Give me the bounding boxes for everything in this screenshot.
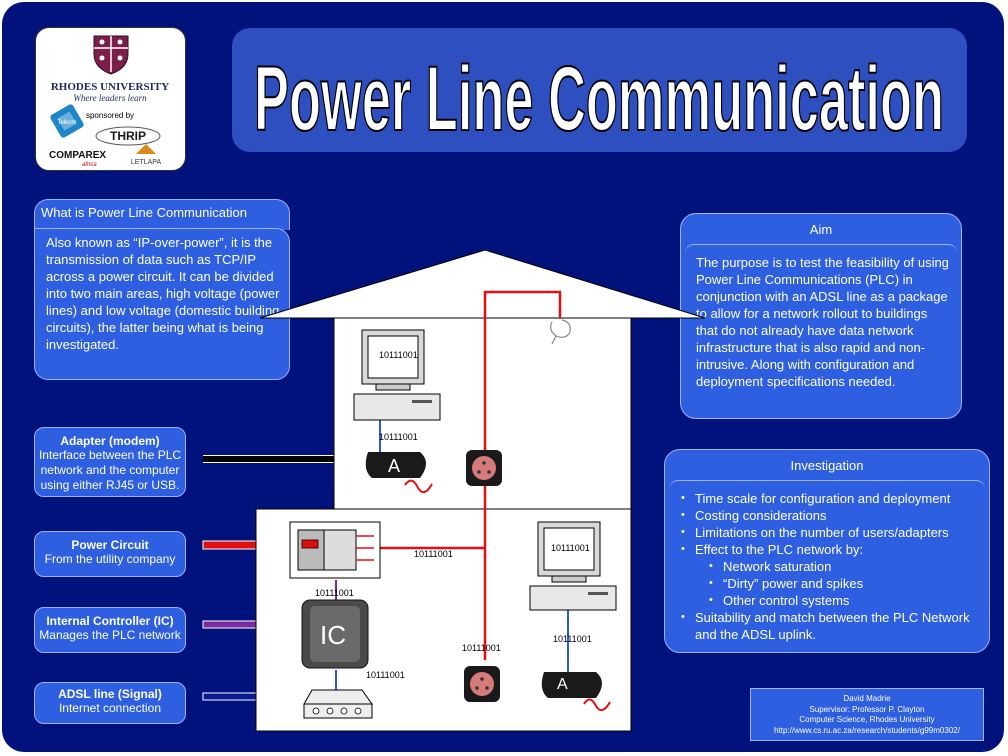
aim-divider <box>685 244 957 253</box>
upper-computer-icon <box>353 329 441 421</box>
sponsored-by-label: sponsored by <box>86 111 134 120</box>
list-item: Suitability and match between the PLC Ne… <box>681 609 985 643</box>
letlapa-logo-icon: LETLAPA <box>131 144 162 166</box>
credits-department: Computer Science, Rhodes University <box>799 715 935 724</box>
distribution-bits: 10111001 <box>414 549 453 559</box>
lower-computer-bits: 10111001 <box>551 543 590 553</box>
list-item: Limitations on the number of users/adapt… <box>681 524 985 541</box>
upper-adapter-letter: A <box>388 456 400 476</box>
ic-label: IC <box>320 620 346 650</box>
legend-ic-desc: Manages the PLC network <box>39 628 181 642</box>
power-line-upper <box>483 290 562 465</box>
list-item: Time scale for configuration and deploym… <box>681 490 985 507</box>
university-name: RHODES UNIVERSITY <box>51 81 169 93</box>
distribution-board-icon <box>289 521 381 579</box>
investigation-title: Investigation <box>790 458 864 473</box>
upper-power-socket-icon <box>466 450 502 486</box>
telkom-logo-icon: Telkom <box>50 104 84 138</box>
title-box: Power Line Communication <box>232 28 967 152</box>
lower-adapter-icon <box>541 672 611 712</box>
aim-title: Aim <box>809 222 833 237</box>
university-motto: Where leaders learn <box>73 93 147 103</box>
lower-power-socket-icon <box>464 666 500 702</box>
credits-supervisor: Supervisor: Professor P. Clayton <box>809 704 925 714</box>
lower-adapter-bits: 10111001 <box>553 634 592 644</box>
letlapa-label: LETLAPA <box>131 159 162 166</box>
investigation-panel: Investigation Time scale for configurati… <box>664 449 990 653</box>
university-crest-icon <box>93 35 129 75</box>
internal-controller-icon <box>301 599 369 669</box>
thrip-logo-icon: THRIP <box>95 126 161 146</box>
legend-power-title: Power Circuit <box>71 538 149 552</box>
lower-computer-icon <box>529 521 617 611</box>
what-is-body: Also known as “IP-over-power”, it is the… <box>46 235 280 352</box>
upper-computer-bits: 10111001 <box>379 350 418 360</box>
legend-adsl: ADSL line (Signal) Internet connection <box>34 682 186 724</box>
legend-power: Power Circuit From the utility company <box>34 531 186 577</box>
sub-list-item: Network saturation <box>709 558 985 575</box>
legend-ic: Internal Controller (IC) Manages the PLC… <box>34 607 186 653</box>
telkom-label: Telkom <box>57 120 76 126</box>
comparex-label: COMPAREX <box>49 150 106 161</box>
legend-adapter: Adapter (modem) Interface between the PL… <box>34 427 186 497</box>
list-item: Effect to the PLC network by: <box>681 541 985 558</box>
lower-adapter-letter: A <box>557 676 568 693</box>
lower-socket-bits: 10111001 <box>462 643 501 653</box>
adsl-modem-icon <box>303 689 373 719</box>
what-is-title: What is Power Line Communication <box>41 205 247 220</box>
upper-adapter-bits: 10111001 <box>379 432 418 442</box>
comparex-sub-label: africa <box>82 162 97 168</box>
legend-power-desc: From the utility company <box>44 552 176 566</box>
logos-graphic: RHODES UNIVERSITY Where leaders learn sp… <box>49 35 169 168</box>
what-is-panel: Also known as “IP-over-power”, it is the… <box>34 228 290 380</box>
aim-body: The purpose is to test the feasibility o… <box>696 255 949 389</box>
legend-adsl-title: ADSL line (Signal) <box>58 687 162 701</box>
legend-ic-title: Internal Controller (IC) <box>46 614 174 628</box>
page-title: Power Line Communication <box>254 48 944 150</box>
aim-panel: Aim The purpose is to test the feasibili… <box>680 213 962 419</box>
investigation-list: Time scale for configuration and deploym… <box>679 490 985 643</box>
legend-adapter-title: Adapter (modem) <box>60 434 160 448</box>
title-graphic: Power Line Communication <box>253 47 945 151</box>
credits-author: David Madrie <box>843 694 891 703</box>
house-roof <box>259 249 706 319</box>
legend-adapter-desc: Interface between the PLC network and th… <box>38 448 182 492</box>
legend-adsl-desc: Internet connection <box>58 701 162 715</box>
investigation-divider <box>669 480 985 489</box>
ic-bits: 10111001 <box>315 588 354 598</box>
sub-list-item: “Dirty” power and spikes <box>709 575 985 592</box>
list-item: Costing considerations <box>681 507 985 524</box>
adsl-bits: 10111001 <box>366 670 405 680</box>
what-is-header: What is Power Line Communication <box>34 199 290 230</box>
sponsor-logo-box: RHODES UNIVERSITY Where leaders learn sp… <box>35 27 186 171</box>
upper-adapter-icon <box>365 452 433 494</box>
credits-url[interactable]: http://www.cs.ru.ac.za/research/students… <box>774 725 960 735</box>
thrip-label: THRIP <box>110 129 146 143</box>
credits-box: David Madrie Supervisor: Professor P. Cl… <box>750 688 984 741</box>
light-bulb-icon <box>550 319 571 345</box>
sub-list-item: Other control systems <box>709 592 985 609</box>
